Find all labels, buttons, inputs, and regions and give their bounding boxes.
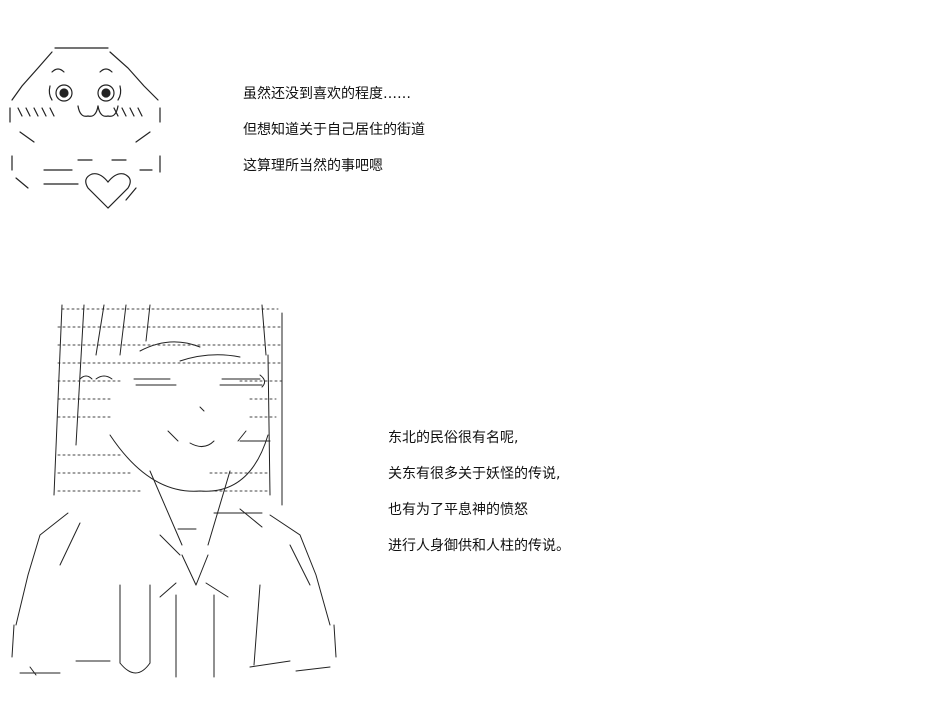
blushing-ghost-heart-icon: [9, 47, 161, 209]
caption-line: 但想知道关于自己居住的街道: [243, 122, 425, 138]
bottom-caption: 东北的民俗很有名呢, 关东有很多关于妖怪的传说, 也有为了平息神的愤怒 进行人身…: [388, 420, 570, 564]
caption-line: 这算理所当然的事吧嗯: [243, 158, 383, 174]
caption-line: 进行人身御供和人柱的传说。: [388, 538, 570, 554]
caption-line: 东北的民俗很有名呢,: [388, 430, 519, 446]
caption-line: 关东有很多关于妖怪的传说,: [388, 466, 561, 482]
long-haired-girl-art: [0, 295, 350, 685]
top-caption: 虽然还没到喜欢的程度…… 但想知道关于自己居住的街道 这算理所当然的事吧嗯: [243, 76, 425, 184]
caption-line: 虽然还没到喜欢的程度……: [243, 86, 411, 102]
blushing-ghost-art: [0, 38, 180, 218]
caption-line: 也有为了平息神的愤怒: [388, 502, 528, 518]
long-haired-girl-portrait-icon: [11, 304, 337, 678]
